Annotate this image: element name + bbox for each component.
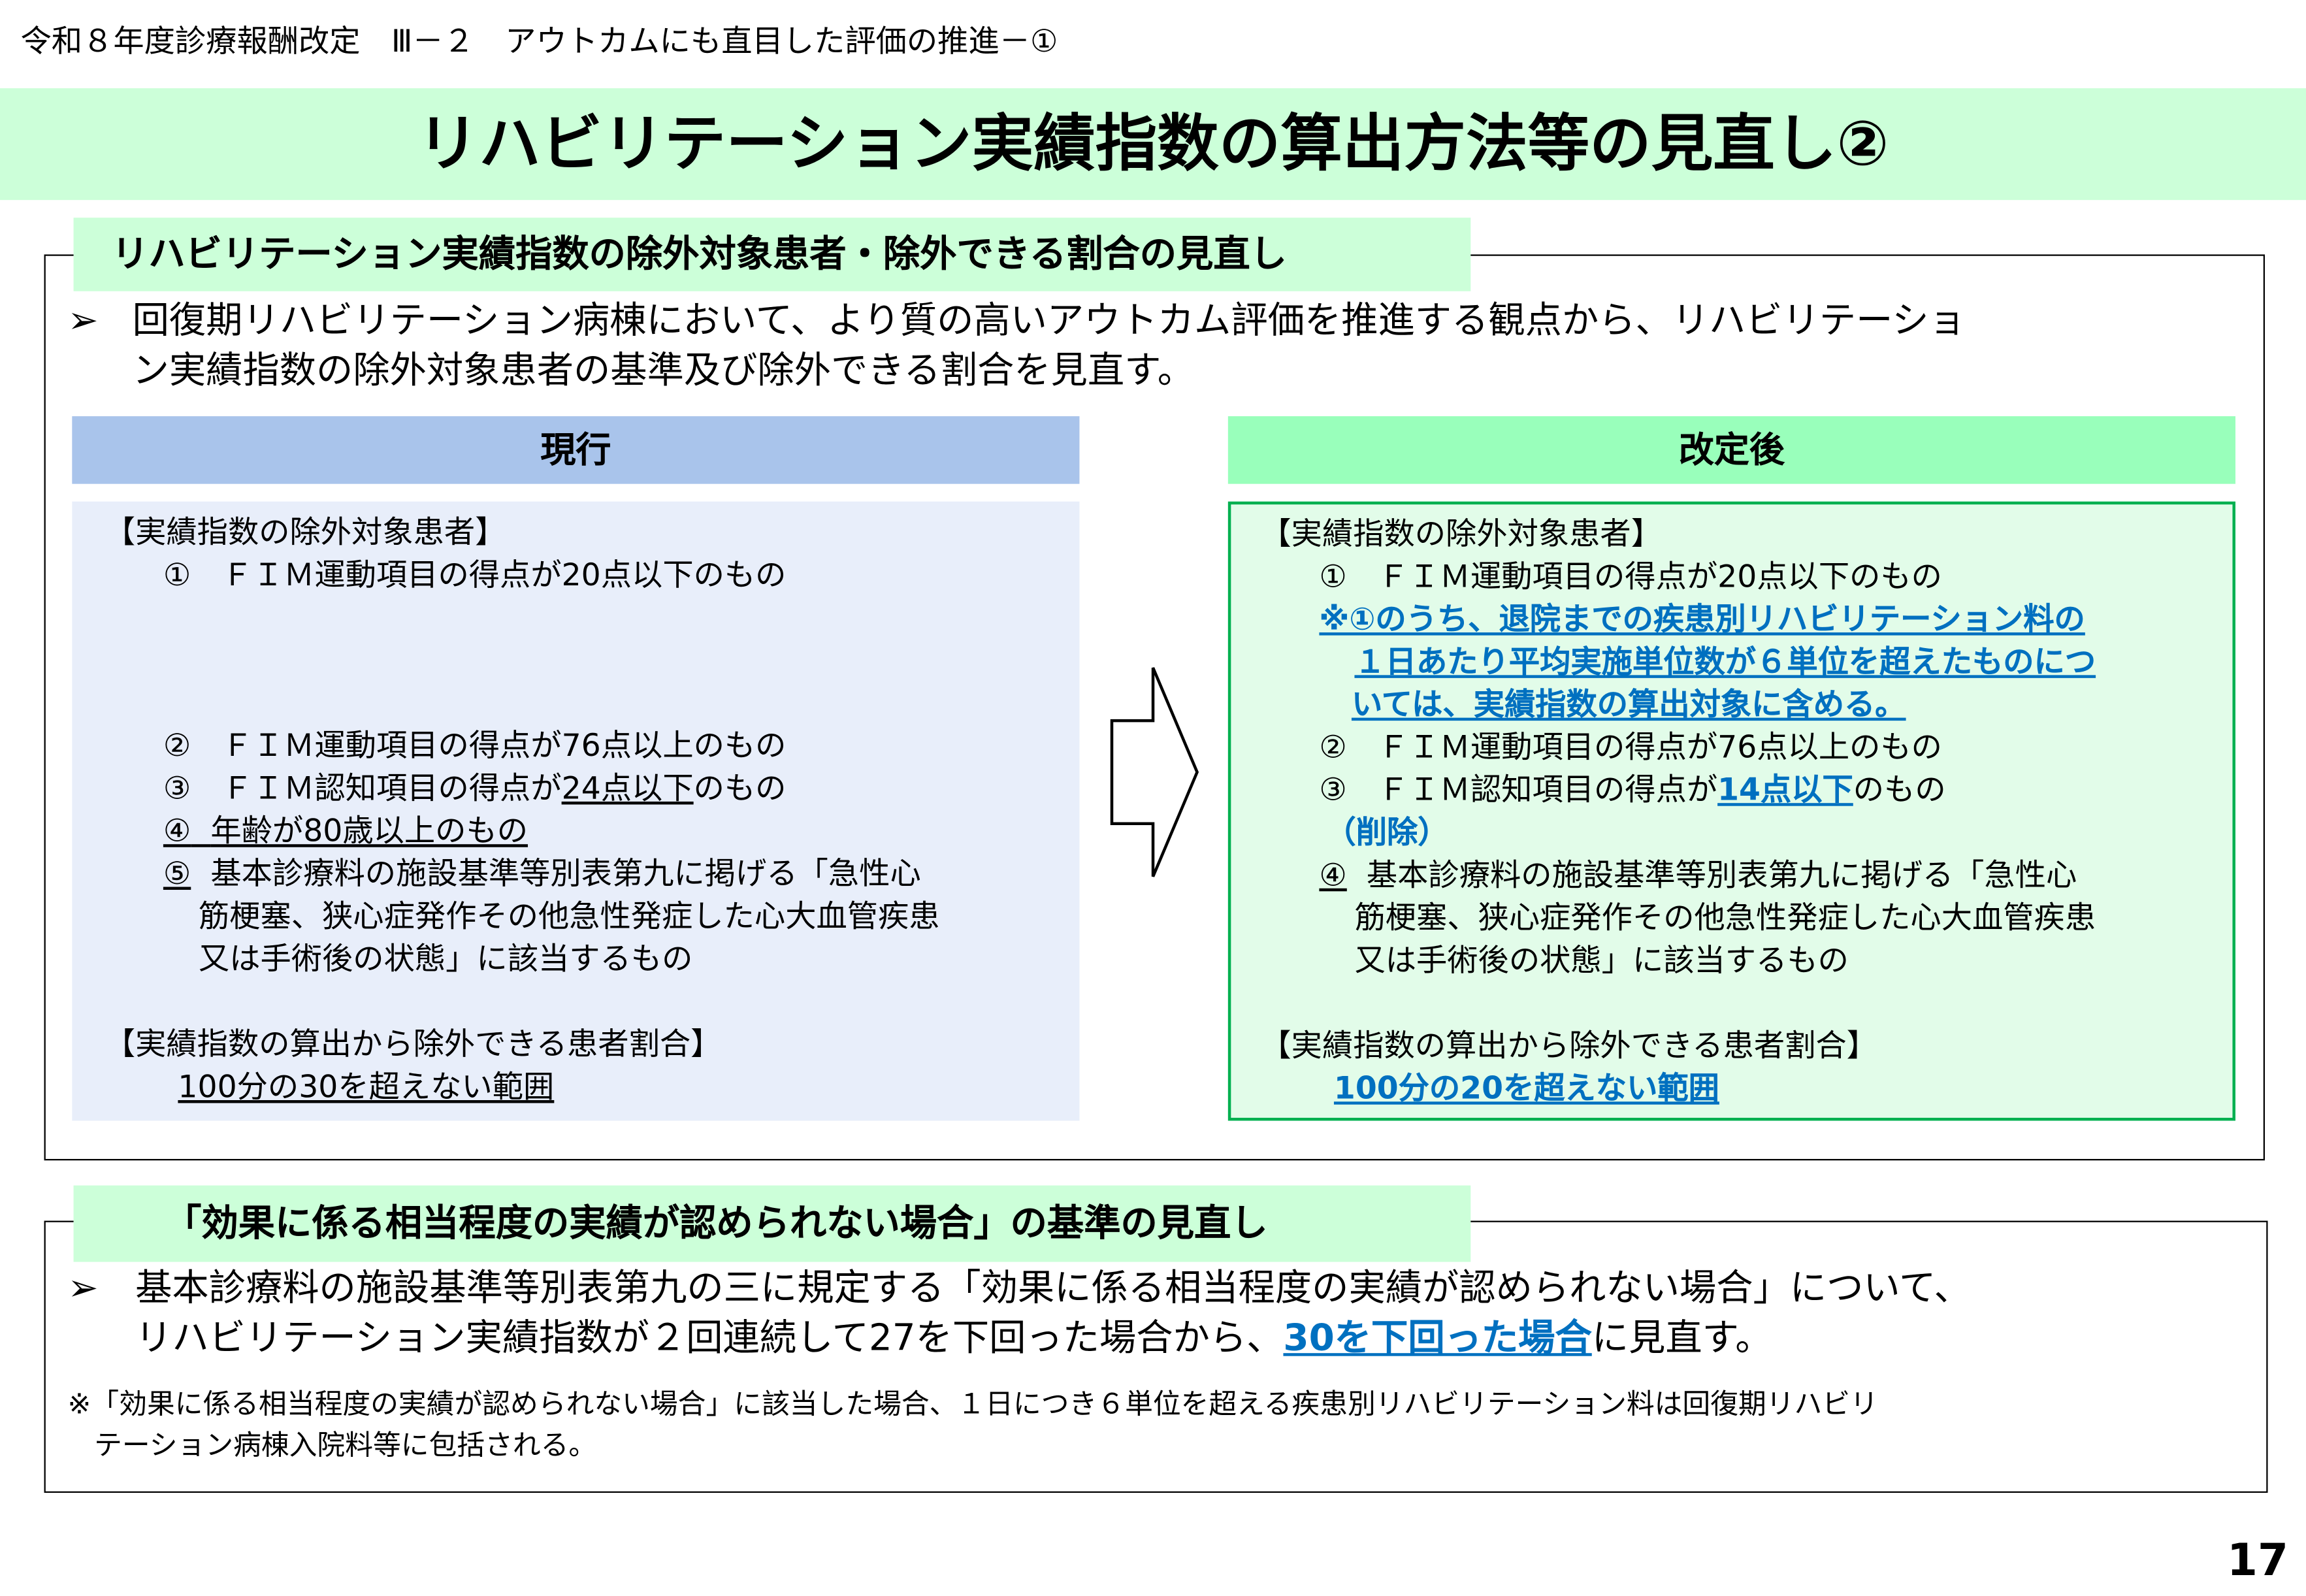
section2-footnote: ※「効果に係る相当程度の実績が認められない場合」に該当した場合、１日につき６単位…	[67, 1388, 1878, 1462]
group-label: 【実績指数の算出から除外できる患者割合】	[1260, 1028, 1877, 1064]
current-panel: 【実績指数の除外対象患者】 ① ＦＩＭ運動項目の得点が20点以下のもの ② ＦＩ…	[72, 501, 1080, 1121]
breadcrumb: 令和８年度診療報酬改定 Ⅲ－２ アウトカムにも直目した評価の推進－①	[20, 24, 1058, 59]
criterion-item: ① ＦＩＭ運動項目の得点が20点以下のもの	[163, 557, 787, 593]
title-bar: リハビリテーション実績指数の算出方法等の見直し②	[0, 88, 2306, 201]
page-number: 17	[2227, 1535, 2289, 1588]
section1-bullet: 回復期リハビリテーション病棟において、より質の高いアウトカム評価を推進する観点か…	[133, 296, 1966, 396]
group-label: 【実績指数の算出から除外できる患者割合】	[104, 1026, 722, 1062]
added-note: ※①のうち、退院までの疾患別リハビリテーション料の	[1319, 601, 2085, 637]
section1-heading: リハビリテーション実績指数の除外対象患者・除外できる割合の見直し	[73, 218, 1471, 291]
bullet-line: 回復期リハビリテーション病棟において、より質の高いアウトカム評価を推進する観点か…	[132, 299, 1966, 342]
arrow-bullet-icon: ➢	[67, 1266, 99, 1309]
added-note: いては、実績指数の算出対象に含める。	[1351, 687, 1906, 723]
ratio-value: 100分の30を超えない範囲	[178, 1069, 555, 1105]
arrow-bullet-icon: ➢	[67, 299, 99, 342]
criterion-item: ① ＦＩＭ運動項目の得点が20点以下のもの	[1319, 559, 1942, 594]
group-label: 【実績指数の除外対象患者】	[104, 514, 506, 550]
added-note: １日あたり平均実施単位数が６単位を超えたものにつ	[1354, 644, 2096, 680]
criterion-item: ⑤ 基本診療料の施設基準等別表第九に掲げる「急性心	[163, 856, 921, 892]
criterion-item: ③ ＦＩＭ認知項目の得点が14点以下のもの	[1319, 772, 1946, 807]
group-label: 【実績指数の除外対象患者】	[1260, 516, 1662, 552]
revised-panel: 【実績指数の除外対象患者】 ① ＦＩＭ運動項目の得点が20点以下のもの ※①のう…	[1227, 501, 2235, 1121]
criterion-item: ④ 年齢が80歳以上のもの	[163, 813, 528, 849]
revised-header: 改定後	[1227, 416, 2235, 484]
criterion-item: ② ＦＩＭ運動項目の得点が76点以上のもの	[163, 728, 787, 764]
criterion-item: ④ 基本診療料の施設基準等別表第九に掲げる「急性心	[1319, 857, 2077, 893]
criterion-item: ② ＦＩＭ運動項目の得点が76点以上のもの	[1319, 729, 1942, 765]
criterion-item: ③ ＦＩＭ認知項目の得点が24点以下のもの	[163, 770, 787, 806]
arrow-right-icon	[1110, 667, 1199, 877]
ratio-value: 100分の20を超えない範囲	[1333, 1070, 1719, 1106]
deleted-label: （削除）	[1325, 815, 1449, 851]
section2-bullet: 基本診療料の施設基準等別表第九の三に規定する「効果に係る相当程度の実績が認められ…	[135, 1266, 1971, 1360]
page-title: リハビリテーション実績指数の算出方法等の見直し②	[417, 107, 1889, 180]
current-header: 現行	[72, 416, 1080, 484]
bullet-line: ン実績指数の除外対象患者の基準及び除外できる割合を見直す。	[132, 348, 1195, 391]
section2-heading: 「効果に係る相当程度の実績が認められない場合」の基準の見直し	[73, 1185, 1471, 1262]
